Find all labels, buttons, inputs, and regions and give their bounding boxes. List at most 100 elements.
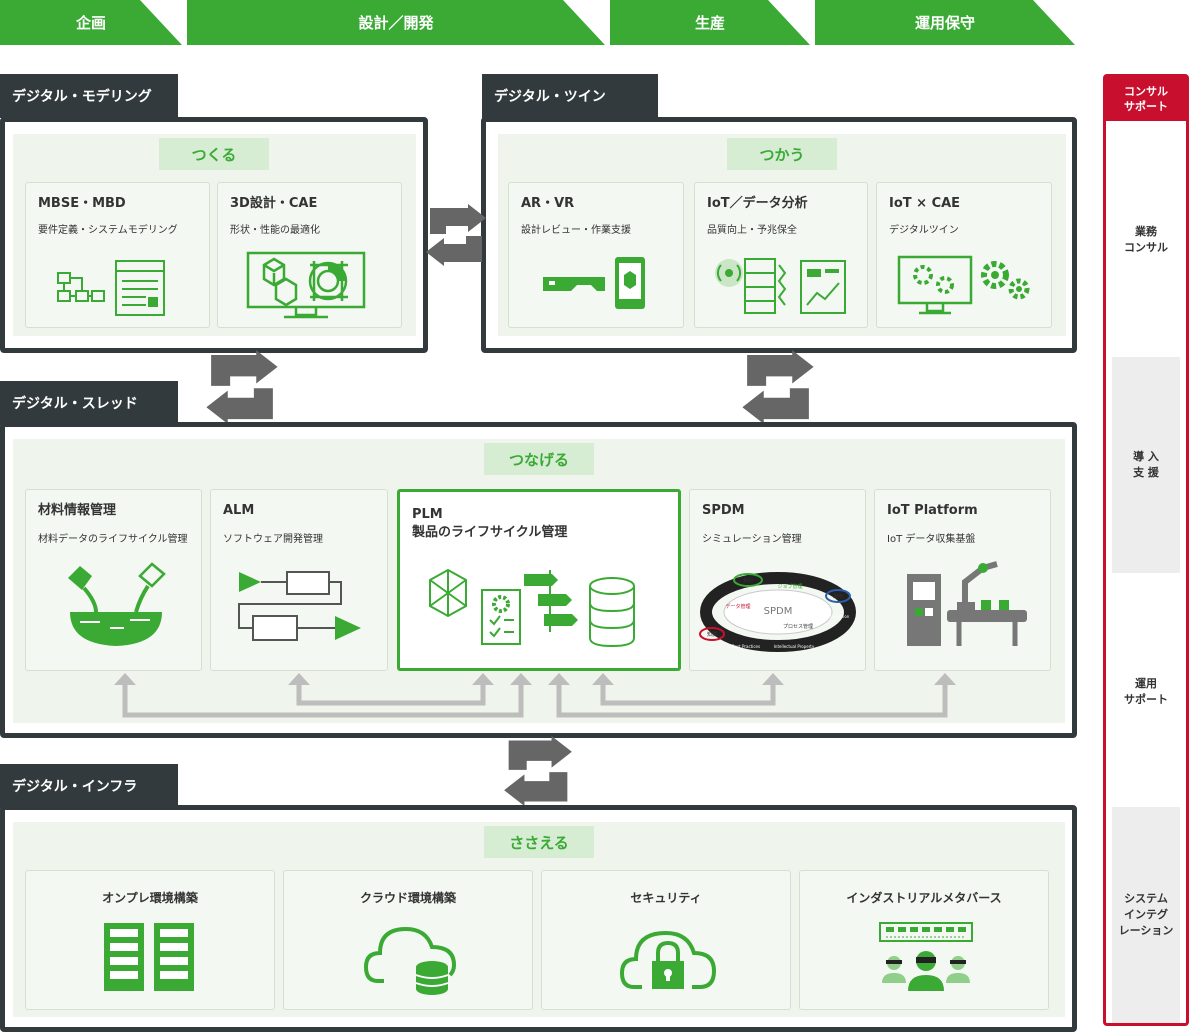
card-plm: PLM 製品のライフサイクル管理	[397, 489, 681, 671]
sidebar-item-label: コンサル	[1124, 241, 1168, 254]
card-title: クラウド環境構築	[359, 891, 456, 905]
section-tab-modeling: デジタル・モデリング	[0, 74, 178, 118]
card-spdm: SPDM シミュレーション管理 SPDM 資料 ジョブ管理 運用 データ管理 プ…	[689, 489, 866, 671]
spdm-ring-icon: SPDM 資料 ジョブ管理 運用 データ管理 プロセス管理 知識 Best Pr…	[699, 572, 856, 652]
card-title: AR・VR	[521, 196, 575, 211]
modeling-frame: つくる MBSE・MBD 要件定義・システムモデリング 3D設計・CAE 形状・…	[0, 117, 428, 353]
infra-frame: ささえる オンプレ環境構築 クラウド環境構築	[0, 805, 1077, 1032]
card-subtitle: 品質向上・予兆保全	[707, 225, 797, 236]
sidebar-item-label: サポート	[1124, 693, 1168, 706]
card-subtitle: 形状・性能の最適化	[230, 225, 320, 236]
spdm-tag: 運用	[833, 594, 843, 600]
card-title: IoT Platform	[887, 503, 978, 518]
card-onprem: オンプレ環境構築	[25, 870, 275, 1010]
card-subtitle: 設計レビュー・作業支援	[521, 225, 631, 236]
alm-flow-icon	[238, 571, 361, 641]
sidebar-item-label: システム	[1124, 892, 1168, 905]
spdm-tag: 知識	[707, 631, 717, 638]
card-subtitle: 材料データのライフサイクル管理	[38, 534, 188, 545]
infra-panel: ささえる オンプレ環境構築 クラウド環境構築	[13, 822, 1065, 1017]
spdm-tag: プロセス管理	[783, 623, 813, 630]
phase-design-development: 設計／開発	[187, 0, 605, 45]
card-subtitle: 要件定義・システムモデリング	[38, 225, 178, 236]
sidebar-item-business-consulting: 業務 コンサル	[1112, 169, 1180, 311]
phase-production: 生産	[610, 0, 810, 45]
thread-frame: つなげる 材料情報管理 材料データのライフサイクル管理 ALM ソフトウェア開発…	[0, 422, 1077, 738]
cloud-database-icon	[364, 926, 457, 995]
card-mbse-mbd: MBSE・MBD 要件定義・システムモデリング	[25, 182, 210, 328]
sync-arrows-icon	[742, 350, 814, 424]
sidebar-item-label: 支 援	[1133, 466, 1159, 479]
card-ar-vr: AR・VR 設計レビュー・作業支援	[508, 182, 684, 328]
material-cups-icon	[68, 562, 166, 646]
sidebar-item-implementation-support: 導 入 支 援	[1112, 357, 1180, 573]
sidebar-item-label: インテグ	[1124, 908, 1168, 921]
card-title: IoT／データ分析	[707, 196, 808, 211]
sync-arrows-icon	[206, 350, 278, 424]
pill-tsunageru: つなげる	[484, 443, 594, 475]
spdm-tag: 資料	[743, 577, 753, 584]
card-title: セキュリティ	[630, 891, 702, 905]
sidebar-item-label: 運用	[1135, 677, 1157, 690]
digital-twin-gears-icon	[897, 255, 1030, 315]
sidebar-header-line: サポート	[1124, 100, 1168, 113]
card-cloud: クラウド環境構築	[283, 870, 533, 1010]
spdm-tag: ジョブ管理	[777, 583, 802, 590]
card-title: IoT × CAE	[889, 196, 961, 211]
card-material-info: 材料情報管理 材料データのライフサイクル管理	[25, 489, 202, 671]
card-subtitle: デジタルツイン	[889, 225, 959, 236]
card-security: セキュリティ	[541, 870, 791, 1010]
section-tab-twin: デジタル・ツイン	[482, 74, 658, 118]
section-tab-infra: デジタル・インフラ	[0, 764, 178, 808]
cad-monitor-icon	[246, 251, 366, 319]
card-industrial-metaverse: インダストリアルメタバース	[799, 870, 1049, 1010]
card-title-line2: 製品のライフサイクル管理	[412, 525, 568, 540]
sidebar-item-label: 導 入	[1133, 450, 1159, 463]
pill-tsukau: つかう	[727, 138, 837, 170]
card-title: PLM	[412, 507, 443, 522]
phase-label: 設計／開発	[358, 14, 434, 32]
card-iot-cae: IoT × CAE デジタルツイン	[876, 182, 1052, 328]
factory-robot-icon	[907, 561, 1027, 646]
twin-frame: つかう AR・VR 設計レビュー・作業支援 IoT／データ分析 品質向上・予兆保…	[481, 117, 1077, 353]
twin-panel: つかう AR・VR 設計レビュー・作業支援 IoT／データ分析 品質向上・予兆保…	[498, 134, 1066, 336]
card-iot-platform: IoT Platform IoT データ収集基盤	[874, 489, 1051, 671]
phase-label: 運用保守	[914, 14, 975, 32]
sync-arrows-icon	[426, 204, 486, 266]
sidebar-item-label: レーション	[1118, 924, 1174, 937]
card-title: オンプレ環境構築	[102, 891, 198, 905]
vr-goggles-icon	[543, 257, 645, 309]
phase-label: 企画	[75, 14, 106, 32]
card-title: MBSE・MBD	[38, 196, 126, 211]
sync-arrows-icon	[504, 736, 572, 806]
pill-tsukuru: つくる	[159, 138, 269, 170]
section-tab-thread: デジタル・スレッド	[0, 381, 178, 425]
card-alm: ALM ソフトウェア開発管理	[210, 489, 388, 671]
phase-planning: 企画	[0, 0, 182, 45]
server-rack-icon	[104, 923, 194, 991]
card-title: 材料情報管理	[38, 503, 117, 518]
sidebar-item-system-integration: システム インテグ レーション	[1112, 807, 1180, 1023]
spdm-tag: Collaboration	[823, 614, 850, 619]
card-3d-cae: 3D設計・CAE 形状・性能の最適化	[217, 182, 402, 328]
card-subtitle: シミュレーション管理	[702, 534, 802, 545]
thread-connection-lines	[114, 673, 956, 718]
spdm-tag: Best Practices	[732, 644, 760, 649]
sidebar-item-operation-support: 運用 サポート	[1112, 617, 1180, 767]
spdm-center-label: SPDM	[764, 606, 793, 617]
card-subtitle: ソフトウェア開発管理	[223, 534, 323, 545]
phase-operation: 運用保守	[815, 0, 1075, 45]
card-title: SPDM	[702, 503, 745, 518]
sidebar-header: コンサル サポート	[1106, 77, 1186, 121]
iot-analytics-icon	[715, 258, 846, 314]
plm-lifecycle-icon	[429, 568, 635, 648]
phase-label: 生産	[694, 14, 725, 32]
sidebar-item-label: 業務	[1135, 225, 1157, 238]
model-diagram-icon	[57, 260, 165, 316]
consulting-support-sidebar: コンサル サポート 業務 コンサル 導 入 支 援 運用 サポート システム イ…	[1103, 74, 1189, 1026]
metaverse-users-icon	[879, 922, 973, 991]
card-title: 3D設計・CAE	[230, 196, 318, 211]
pill-sasaeru: ささえる	[484, 826, 594, 858]
thread-panel: つなげる 材料情報管理 材料データのライフサイクル管理 ALM ソフトウェア開発…	[13, 439, 1065, 723]
card-iot-data-analysis: IoT／データ分析 品質向上・予兆保全	[694, 182, 868, 328]
